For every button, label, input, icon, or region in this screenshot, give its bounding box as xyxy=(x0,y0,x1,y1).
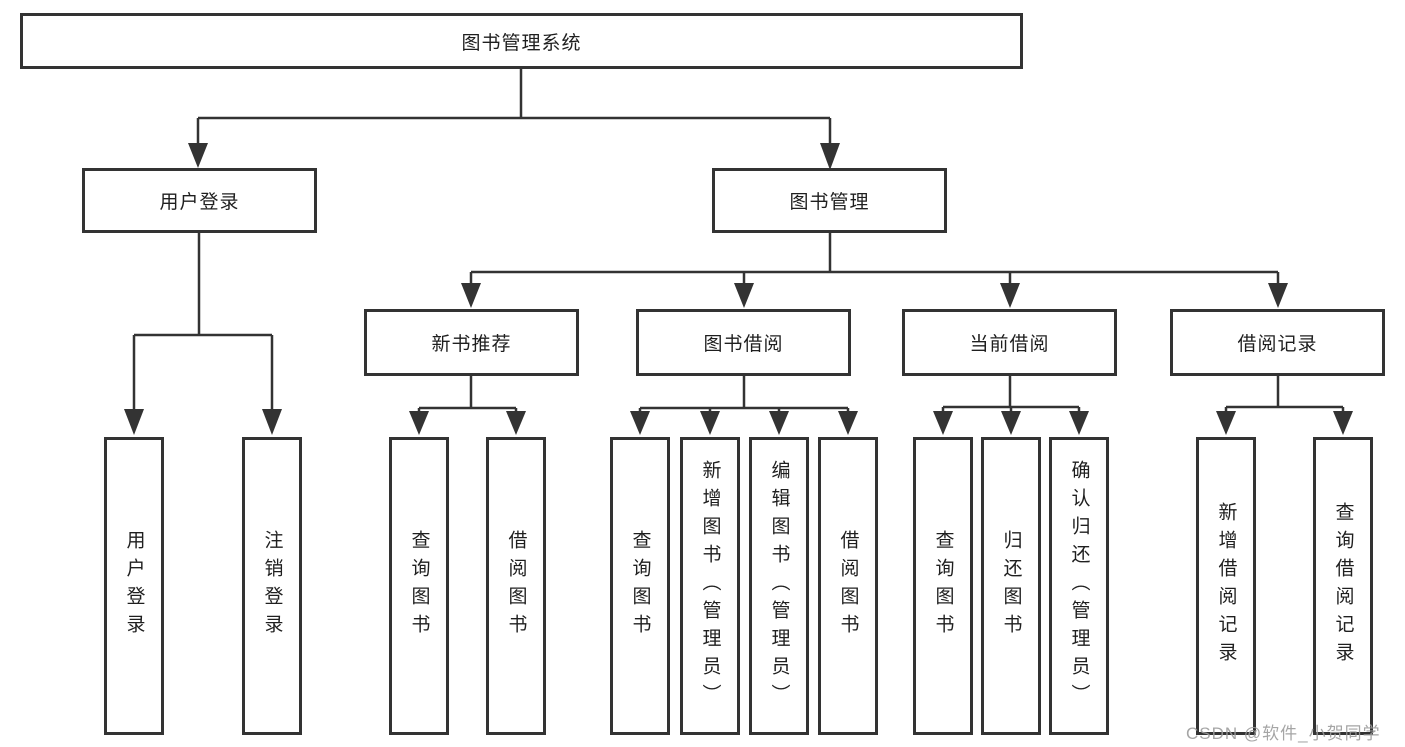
node-user-login-label: 用户登录 xyxy=(159,192,240,213)
node-current-borrow-label: 当前借阅 xyxy=(969,334,1050,355)
node-user-login: 用户登录 xyxy=(82,168,317,233)
leaf-logout-label: 注销登录 xyxy=(261,530,283,642)
leaf-confirm-return-admin: 确认归还（管理员） xyxy=(1049,437,1109,735)
leaf-edit-book-admin: 编辑图书（管理员） xyxy=(749,437,809,735)
node-current-borrow: 当前借阅 xyxy=(902,309,1117,376)
leaf-query-book-3: 查询图书 xyxy=(913,437,973,735)
leaf-query-borrow-record-label: 查询借阅记录 xyxy=(1332,502,1354,670)
leaf-user-login-label: 用户登录 xyxy=(123,530,145,642)
leaf-query-book-2-label: 查询图书 xyxy=(629,530,651,642)
node-borrow-record: 借阅记录 xyxy=(1170,309,1385,376)
leaf-return-book: 归还图书 xyxy=(981,437,1041,735)
leaf-query-book-2: 查询图书 xyxy=(610,437,670,735)
leaf-borrow-book-2-label: 借阅图书 xyxy=(837,530,859,642)
node-borrow-record-label: 借阅记录 xyxy=(1237,334,1318,355)
watermark: CSDN @软件_小贺同学 xyxy=(1186,724,1381,743)
leaf-borrow-book-2: 借阅图书 xyxy=(818,437,878,735)
leaf-add-borrow-record-label: 新增借阅记录 xyxy=(1215,502,1237,670)
leaf-query-book-1-label: 查询图书 xyxy=(408,530,430,642)
leaf-confirm-return-admin-label: 确认归还（管理员） xyxy=(1068,460,1090,712)
node-new-book-recommend-label: 新书推荐 xyxy=(431,334,512,355)
leaf-borrow-book-1: 借阅图书 xyxy=(486,437,546,735)
node-new-book-recommend: 新书推荐 xyxy=(364,309,579,376)
leaf-query-book-1: 查询图书 xyxy=(389,437,449,735)
leaf-borrow-book-1-label: 借阅图书 xyxy=(505,530,527,642)
leaf-query-borrow-record: 查询借阅记录 xyxy=(1313,437,1373,735)
leaf-add-book-admin-label: 新增图书（管理员） xyxy=(699,460,721,712)
node-root: 图书管理系统 xyxy=(20,13,1023,69)
node-book-borrow: 图书借阅 xyxy=(636,309,851,376)
node-root-label: 图书管理系统 xyxy=(461,32,582,54)
leaf-edit-book-admin-label: 编辑图书（管理员） xyxy=(768,460,790,712)
node-book-management: 图书管理 xyxy=(712,168,947,233)
leaf-query-book-3-label: 查询图书 xyxy=(932,530,954,642)
node-book-management-label: 图书管理 xyxy=(789,192,870,213)
leaf-add-book-admin: 新增图书（管理员） xyxy=(680,437,740,735)
node-book-borrow-label: 图书借阅 xyxy=(703,334,784,355)
leaf-add-borrow-record: 新增借阅记录 xyxy=(1196,437,1256,735)
leaf-return-book-label: 归还图书 xyxy=(1000,530,1022,642)
leaf-logout: 注销登录 xyxy=(242,437,302,735)
leaf-user-login: 用户登录 xyxy=(104,437,164,735)
